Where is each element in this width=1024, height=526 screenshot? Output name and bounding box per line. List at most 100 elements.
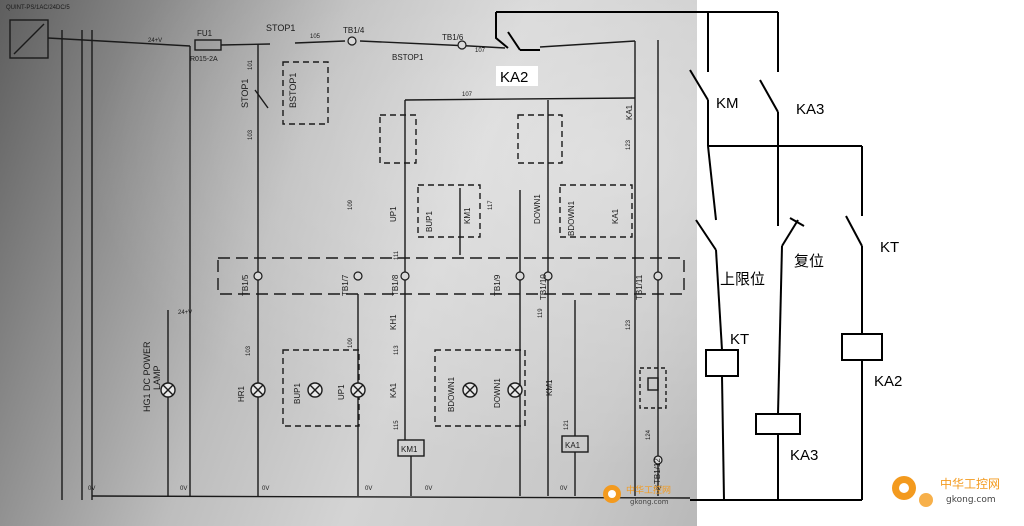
terminal-band [217,257,685,295]
bstop1-side-label: BSTOP1 [288,73,298,108]
tb1-12-label: TB1/12 [653,458,662,484]
ka1-top-label: KA1 [625,104,634,120]
bstop1-top-label: BSTOP1 [392,53,424,62]
watermark-1-site: gkong.com [630,498,669,506]
wire-124-label: 124 [646,429,652,440]
ka3-contact-blade [759,79,779,113]
v0-label-4: 0V [365,486,372,492]
wire-101-label: 101 [248,59,254,70]
lamp-hr1 [250,382,266,398]
v0-label-3: 0V [262,486,269,492]
timer-box [639,367,667,409]
bup1-box [417,184,481,238]
up1-lamp-label: UP1 [337,384,346,400]
limit-switch-label: 上限位 [720,271,765,288]
ka1-side-label: KA1 [611,208,620,224]
ka2-contact-left [495,12,509,49]
km-contact-blade [689,69,709,101]
limit-switch-blade [695,219,717,251]
wire-107b-label: 107 [462,92,473,98]
down1-lamp-label: DOWN1 [493,378,502,408]
kt-contact-label: KT [880,239,899,256]
kt-contact-blade [845,215,863,247]
photo-linework [9,19,691,500]
ka2-contact-label: KA2 [500,69,528,86]
lamp-bdown1 [462,382,478,398]
watermark-2: 中华工控网 gkong.com [892,476,1000,507]
wire-123b-label: 123 [626,319,632,330]
down1-side-label: DOWN1 [533,194,542,224]
km1-contact-side-label: KM1 [545,379,554,396]
reset-switch-label: 复位 [794,252,824,270]
wire-107-label: 107 [475,48,486,54]
v24-lower-label: 24+V [178,310,192,316]
tb1-7-label: TB1/7 [341,274,350,296]
timer-symbol [647,377,659,391]
ka3-coil [755,413,801,435]
km1-side-label: KM1 [463,207,472,224]
watermark-2-site: gkong.com [946,495,996,505]
tb1-6-label: TB1/6 [442,33,464,42]
tb1-10-label: TB1/10 [539,274,548,300]
bdown1-box [559,184,633,238]
ka3-contact-label: KA3 [796,101,824,118]
ka2-coil [841,333,883,361]
wire-117-label: 117 [488,200,494,210]
v0-label-7: 0V [654,486,661,492]
psu-label: QUINT-PS/1AC/24DC/5 [6,5,70,11]
up1-side-label: UP1 [389,206,398,222]
v0-label-1: 0V [88,486,95,492]
bdown1-lamp-label: BDOWN1 [447,376,456,412]
reset-switch-blade [781,219,799,247]
wire-103-label: 103 [248,129,254,140]
wire-111-label: 111 [394,250,400,260]
stop1-side-label: STOP1 [240,79,250,108]
stop1-label: STOP1 [266,23,295,33]
bstop1-box [282,61,329,125]
lamp-bup1 [307,382,323,398]
wire-105-label: 105 [310,34,321,40]
v24-label: 24+V [148,38,162,44]
up-button-box [379,114,417,164]
down-indicator-box [434,349,526,427]
wire-123-label: 123 [626,139,632,150]
wire-115-label: 115 [394,420,400,430]
fu1-rating-label: R015-2A [190,56,218,63]
v0-label-5: 0V [425,486,432,492]
psu-box [9,19,49,59]
watermark-2-brand: 中华工控网 [940,476,1000,491]
ka1-coil-side-label: KA1 [389,382,398,398]
ka2-contact-blade [507,31,521,51]
lamp-down1 [507,382,523,398]
ka1-coil-label: KA1 [565,441,581,450]
tb1-8-label: TB1/8 [391,274,400,296]
tb1-9-label: TB1/9 [493,274,502,296]
lamp-up1 [350,382,366,398]
kh1-side-label: KH1 [389,314,398,330]
ka2-label-bg [496,66,538,86]
tb1-11-label: TB1/11 [635,274,644,300]
terminals [253,36,663,465]
kt-coil [705,349,739,377]
bup1-side-label: BUP1 [425,211,434,232]
tb1-5-label: TB1/5 [241,274,250,296]
fuse-fu1 [194,39,222,51]
bup1-lamp-label: BUP1 [293,383,302,404]
km-contact-label: KM [716,95,739,112]
fu1-label: FU1 [197,29,213,38]
wire-109b-label: 109 [348,337,354,348]
ka3-coil-label: KA3 [790,447,818,464]
tb1-4-label: TB1/4 [343,26,365,35]
ka2-coil-label: KA2 [874,373,902,390]
overlay-circuit [495,11,883,501]
photographed-schematic [0,0,697,526]
photo-labels: QUINT-PS/1AC/24DC/5 FU1 R015-2A STOP1 BS… [6,5,662,492]
v0-label-6: 0V [560,486,567,492]
overlay-labels: KA2 KM KA3 上限位 复位 KT KT KA2 KA3 [496,66,902,464]
bdown1-side-label: BDOWN1 [567,200,576,236]
wire-109-label: 109 [348,199,354,210]
lamp-word-label: LAMP [152,365,162,390]
down-button-box [517,114,563,164]
